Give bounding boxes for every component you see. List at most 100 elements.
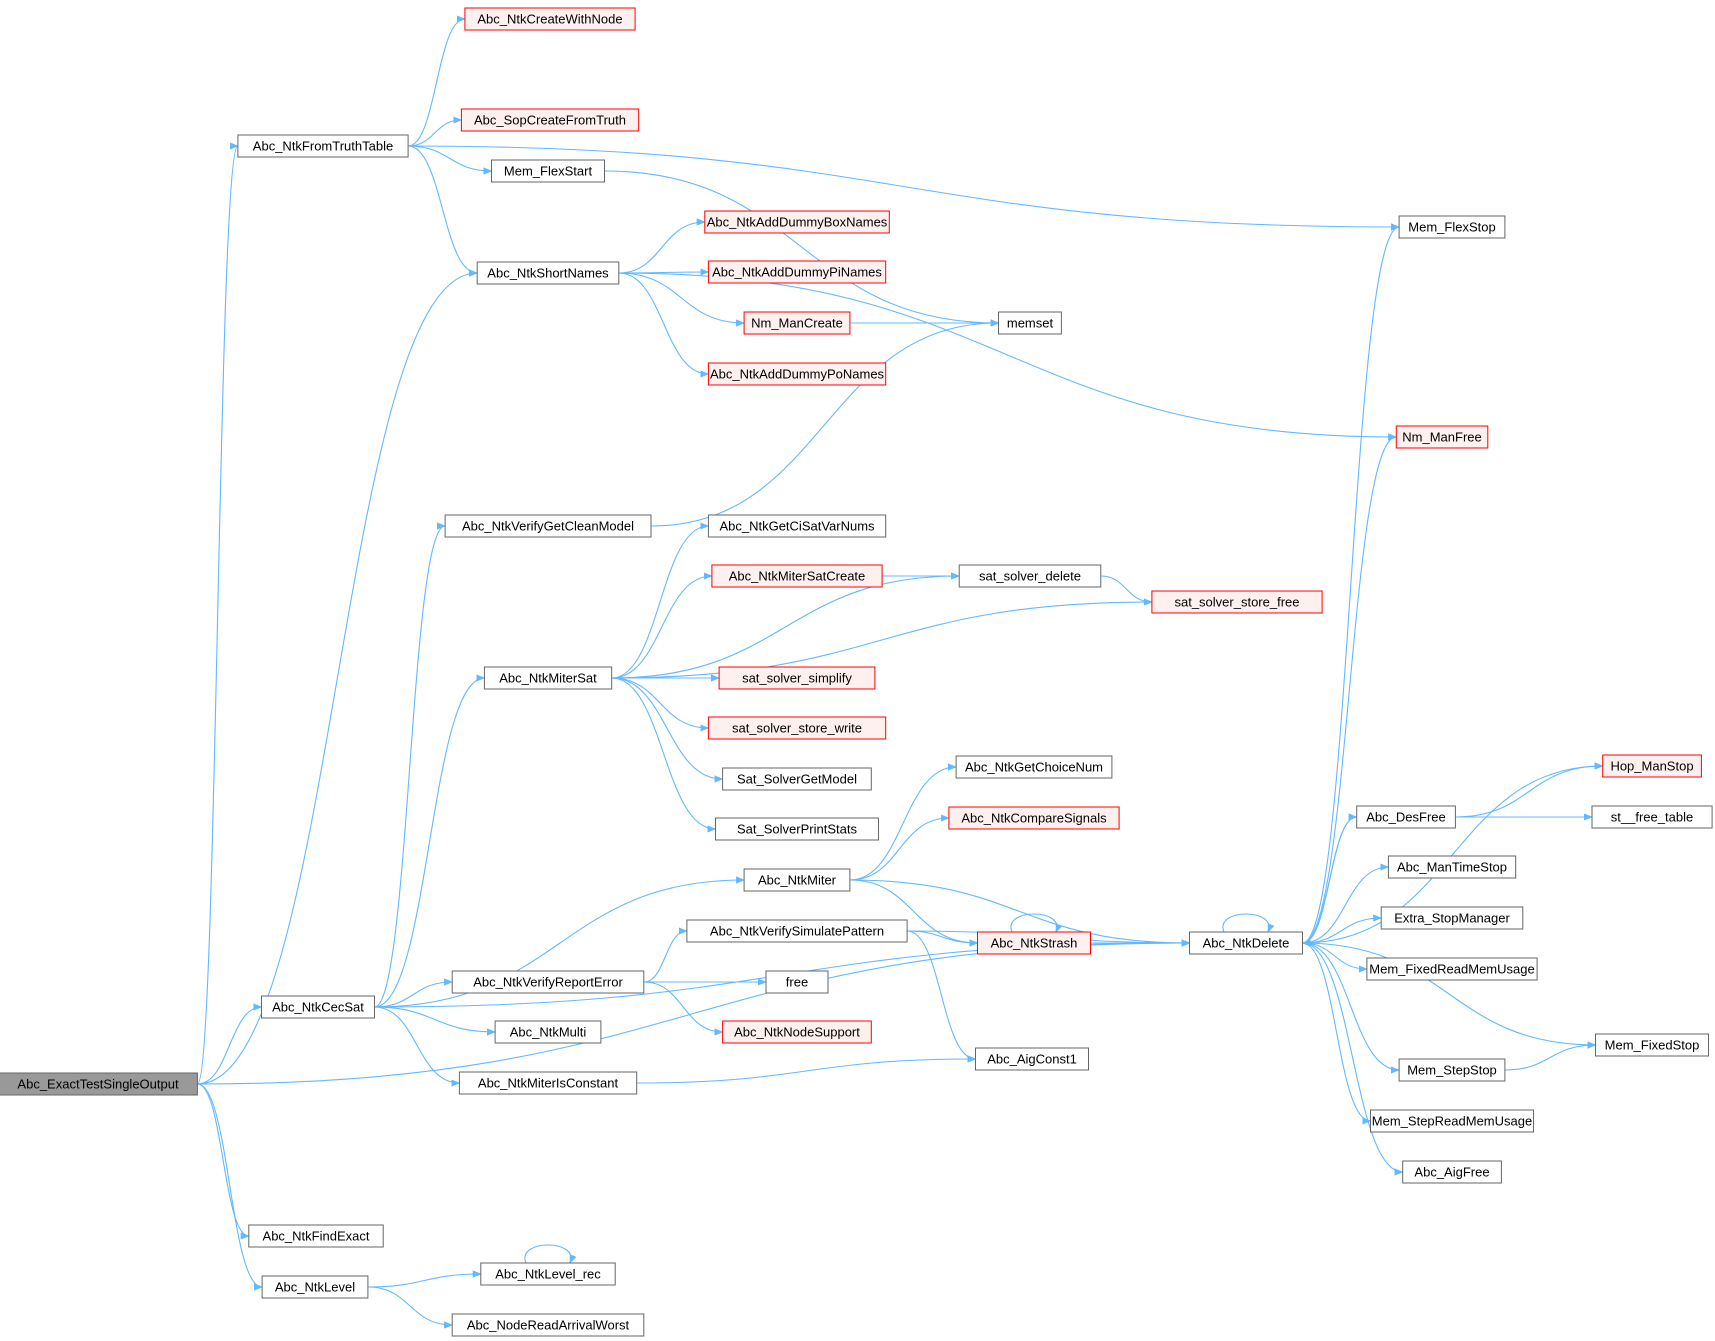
node-box-choicenum[interactable] bbox=[955, 755, 1113, 779]
node-choicenum[interactable]: Abc_NtkGetChoiceNum bbox=[955, 755, 1113, 779]
node-box-simpattern[interactable] bbox=[686, 919, 908, 943]
node-box-free[interactable] bbox=[765, 970, 829, 994]
node-getmodel[interactable]: Sat_SolverGetModel bbox=[722, 767, 872, 791]
node-dummybox[interactable]: Abc_NtkAddDummyBoxNames bbox=[704, 210, 890, 234]
node-findexact[interactable]: Abc_NtkFindExact bbox=[248, 1224, 384, 1248]
node-box-mitersatcreate[interactable] bbox=[711, 564, 883, 588]
node-dummypo[interactable]: Abc_NtkAddDummyPoNames bbox=[707, 362, 887, 386]
node-cecsat[interactable]: Abc_NtkCecSat bbox=[261, 995, 375, 1019]
node-box-miterisconst[interactable] bbox=[458, 1071, 638, 1095]
node-box-cecsat[interactable] bbox=[261, 995, 375, 1019]
node-box-getmodel[interactable] bbox=[722, 767, 872, 791]
node-box-aigconst1[interactable] bbox=[975, 1047, 1089, 1071]
node-box-stepreadmem[interactable] bbox=[1370, 1109, 1534, 1133]
node-sopcreate[interactable]: Abc_SopCreateFromTruth bbox=[460, 108, 640, 132]
node-box-printstats[interactable] bbox=[715, 817, 879, 841]
node-box-satdelete[interactable] bbox=[958, 564, 1102, 588]
node-createwithnode[interactable]: Abc_NtkCreateWithNode bbox=[464, 7, 636, 31]
node-level[interactable]: Abc_NtkLevel bbox=[261, 1275, 369, 1299]
node-satsimplify[interactable]: sat_solver_simplify bbox=[718, 666, 876, 690]
node-box-dummypo[interactable] bbox=[707, 362, 887, 386]
node-box-cleanmodel[interactable] bbox=[444, 514, 652, 538]
node-hopmanstop[interactable]: Hop_ManStop bbox=[1602, 754, 1702, 778]
node-box-dummypi[interactable] bbox=[707, 260, 887, 284]
node-nmmancreate[interactable]: Nm_ManCreate bbox=[743, 311, 851, 335]
node-box-nmmancreate[interactable] bbox=[743, 311, 851, 335]
node-stfreetable[interactable]: st__free_table bbox=[1591, 805, 1713, 829]
node-memflexstop[interactable]: Mem_FlexStop bbox=[1398, 215, 1506, 239]
node-root[interactable]: Abc_ExactTestSingleOutput bbox=[0, 1072, 198, 1096]
node-box-fromtt[interactable] bbox=[237, 134, 409, 158]
node-nmmanfree[interactable]: Nm_ManFree bbox=[1395, 425, 1489, 449]
node-box-storewrite[interactable] bbox=[707, 716, 887, 740]
node-cisatvarnums[interactable]: Abc_NtkGetCiSatVarNums bbox=[707, 514, 887, 538]
node-mantimestop[interactable]: Abc_ManTimeStop bbox=[1387, 855, 1517, 879]
node-box-level[interactable] bbox=[261, 1275, 369, 1299]
node-box-comparesignals[interactable] bbox=[948, 806, 1120, 830]
node-memflexstart[interactable]: Mem_FlexStart bbox=[491, 159, 605, 183]
node-box-satsimplify[interactable] bbox=[718, 666, 876, 690]
node-box-findexact[interactable] bbox=[248, 1224, 384, 1248]
node-box-nmmanfree[interactable] bbox=[1395, 425, 1489, 449]
node-box-mitersat[interactable] bbox=[483, 666, 613, 690]
node-arrivalworst[interactable]: Abc_NodeReadArrivalWorst bbox=[451, 1313, 645, 1337]
node-box-storefree[interactable] bbox=[1151, 590, 1323, 614]
node-box-reporterror[interactable] bbox=[451, 970, 645, 994]
node-extrastop[interactable]: Extra_StopManager bbox=[1380, 906, 1524, 930]
node-box-cisatvarnums[interactable] bbox=[707, 514, 887, 538]
node-multi[interactable]: Abc_NtkMulti bbox=[494, 1020, 602, 1044]
node-box-memflexstart[interactable] bbox=[491, 159, 605, 183]
node-printstats[interactable]: Sat_SolverPrintStats bbox=[715, 817, 879, 841]
node-box-hopmanstop[interactable] bbox=[1602, 754, 1702, 778]
node-storefree[interactable]: sat_solver_store_free bbox=[1151, 590, 1323, 614]
node-fromtt[interactable]: Abc_NtkFromTruthTable bbox=[237, 134, 409, 158]
node-strash[interactable]: Abc_NtkStrash bbox=[977, 931, 1091, 955]
node-desfree[interactable]: Abc_DesFree bbox=[1356, 805, 1456, 829]
node-mitersat[interactable]: Abc_NtkMiterSat bbox=[483, 666, 613, 690]
node-fixedstop[interactable]: Mem_FixedStop bbox=[1595, 1033, 1709, 1057]
node-nodesupport[interactable]: Abc_NtkNodeSupport bbox=[722, 1020, 872, 1044]
node-simpattern[interactable]: Abc_NtkVerifySimulatePattern bbox=[686, 919, 908, 943]
node-box-fixedstop[interactable] bbox=[1595, 1033, 1709, 1057]
node-box-strash[interactable] bbox=[977, 931, 1091, 955]
node-storewrite[interactable]: sat_solver_store_write bbox=[707, 716, 887, 740]
node-box-root[interactable] bbox=[0, 1072, 198, 1096]
node-stepreadmem[interactable]: Mem_StepReadMemUsage bbox=[1370, 1109, 1534, 1133]
node-fixedreadmem[interactable]: Mem_FixedReadMemUsage bbox=[1366, 957, 1538, 981]
node-box-aigfree[interactable] bbox=[1402, 1160, 1502, 1184]
node-box-memset[interactable] bbox=[998, 311, 1062, 335]
node-box-createwithnode[interactable] bbox=[464, 7, 636, 31]
node-aigconst1[interactable]: Abc_AigConst1 bbox=[975, 1047, 1089, 1071]
node-ntkdelete[interactable]: Abc_NtkDelete bbox=[1189, 931, 1303, 955]
node-memset[interactable]: memset bbox=[998, 311, 1062, 335]
node-miter[interactable]: Abc_NtkMiter bbox=[743, 868, 851, 892]
node-box-sopcreate[interactable] bbox=[460, 108, 640, 132]
node-reporterror[interactable]: Abc_NtkVerifyReportError bbox=[451, 970, 645, 994]
node-shortnames[interactable]: Abc_NtkShortNames bbox=[476, 261, 620, 285]
node-satdelete[interactable]: sat_solver_delete bbox=[958, 564, 1102, 588]
node-box-ntkdelete[interactable] bbox=[1189, 931, 1303, 955]
node-box-extrastop[interactable] bbox=[1380, 906, 1524, 930]
node-box-desfree[interactable] bbox=[1356, 805, 1456, 829]
node-mitersatcreate[interactable]: Abc_NtkMiterSatCreate bbox=[711, 564, 883, 588]
node-miterisconst[interactable]: Abc_NtkMiterIsConstant bbox=[458, 1071, 638, 1095]
node-cleanmodel[interactable]: Abc_NtkVerifyGetCleanModel bbox=[444, 514, 652, 538]
node-box-mantimestop[interactable] bbox=[1387, 855, 1517, 879]
node-box-stfreetable[interactable] bbox=[1591, 805, 1713, 829]
node-box-memflexstop[interactable] bbox=[1398, 215, 1506, 239]
node-box-miter[interactable] bbox=[743, 868, 851, 892]
node-aigfree[interactable]: Abc_AigFree bbox=[1402, 1160, 1502, 1184]
node-box-multi[interactable] bbox=[494, 1020, 602, 1044]
node-free[interactable]: free bbox=[765, 970, 829, 994]
node-comparesignals[interactable]: Abc_NtkCompareSignals bbox=[948, 806, 1120, 830]
node-box-shortnames[interactable] bbox=[476, 261, 620, 285]
node-box-levelrec[interactable] bbox=[480, 1262, 616, 1286]
node-box-fixedreadmem[interactable] bbox=[1366, 957, 1538, 981]
node-box-stepstop[interactable] bbox=[1398, 1058, 1506, 1082]
node-box-arrivalworst[interactable] bbox=[451, 1313, 645, 1337]
node-levelrec[interactable]: Abc_NtkLevel_rec bbox=[480, 1262, 616, 1286]
node-stepstop[interactable]: Mem_StepStop bbox=[1398, 1058, 1506, 1082]
node-box-nodesupport[interactable] bbox=[722, 1020, 872, 1044]
node-box-dummybox[interactable] bbox=[704, 210, 890, 234]
node-dummypi[interactable]: Abc_NtkAddDummyPiNames bbox=[707, 260, 887, 284]
